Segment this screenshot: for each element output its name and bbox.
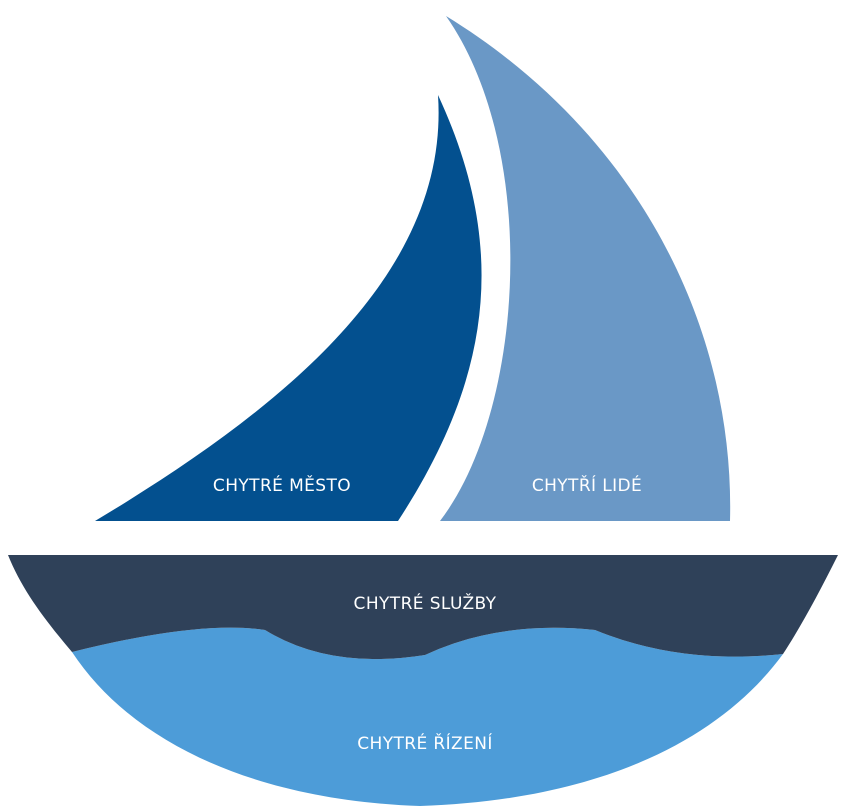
water-section xyxy=(72,627,783,806)
hull-label: CHYTRÉ SLUŽBY xyxy=(354,592,497,614)
left-sail xyxy=(95,95,482,521)
hull-section xyxy=(8,555,838,660)
sailboat-graphic: CHYTRÉ MĚSTO CHYTŘÍ LIDÉ CHYTRÉ SLUŽBY C… xyxy=(8,16,838,806)
right-sail-label: CHYTŘÍ LIDÉ xyxy=(532,474,642,496)
left-sail-label: CHYTRÉ MĚSTO xyxy=(213,474,351,496)
water-label: CHYTRÉ ŘÍZENÍ xyxy=(357,732,493,754)
right-sail xyxy=(440,16,731,521)
